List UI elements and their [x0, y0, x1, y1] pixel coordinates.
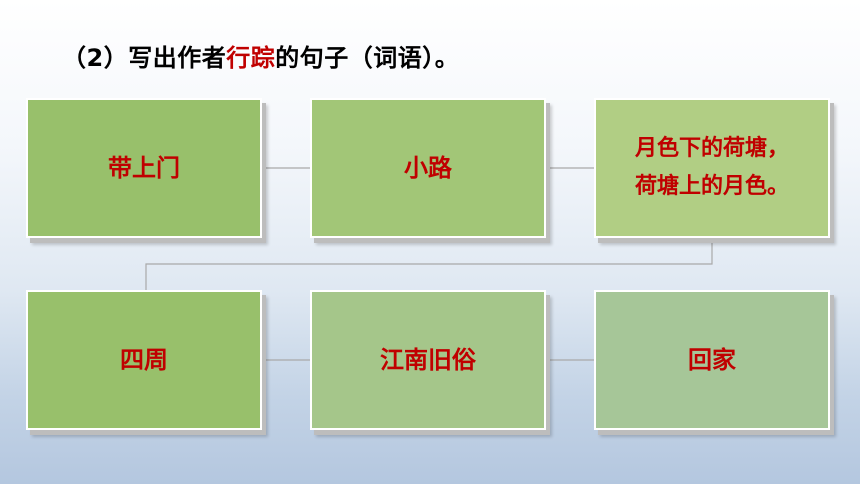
flow-box-4: 四周 — [26, 290, 262, 430]
flow-box-1: 带上门 — [26, 98, 262, 238]
flow-box-3-text: 月色下的荷塘， 荷塘上的月色。 — [634, 136, 789, 199]
flow-box-2-text: 小路 — [404, 154, 452, 182]
flow-box-1-text: 带上门 — [108, 154, 180, 182]
flow-box-6: 回家 — [594, 290, 830, 430]
flow-box-2: 小路 — [310, 98, 546, 238]
flow-box-5-text: 江南旧俗 — [380, 346, 476, 374]
connector-3-4 — [145, 238, 713, 290]
title-prefix: （2）写出作者 — [62, 44, 227, 72]
flow-box-4-text: 四周 — [120, 346, 168, 374]
flow-box-3: 月色下的荷塘， 荷塘上的月色。 — [594, 98, 830, 238]
title-suffix: 的句子（词语）。 — [275, 44, 460, 72]
page-title: （2）写出作者行踪的句子（词语）。 — [62, 38, 459, 73]
flow-box-5: 江南旧俗 — [310, 290, 546, 430]
flow-box-6-text: 回家 — [688, 346, 736, 374]
title-highlight: 行踪 — [226, 44, 276, 72]
